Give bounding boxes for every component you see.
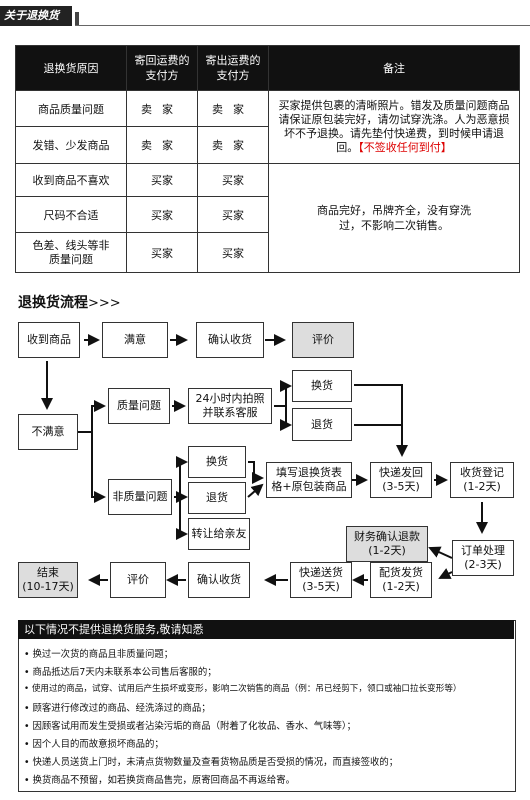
note-1-text: 买家提供包裹的清晰照片。错发及质量问题商品请保证原包装完好，请勿试穿洗涤。人为恶… [278,99,510,154]
send-fee-cell: 买家 [197,163,269,197]
header-divider-bar [75,12,79,26]
step-deliver: 快递送货 (3-5天) [290,562,352,598]
notice-item: • 商品抵达后7天内未联系本公司售后客服的； [24,667,217,678]
notice-item-text: 快递人员送货上门时，未清点货物数量及查看货物品质是否受损的情况，而直接签收的； [32,757,399,768]
step-satisfied: 满意 [102,322,168,358]
flow-title-suffix: >>> [88,296,121,311]
step-transfer: 转让给亲友 [188,518,250,550]
step-order-process: 订单处理 (2-3天) [452,540,514,576]
step-nonquality: 非质量问题 [108,479,172,515]
step-exchange-nonquality: 换货 [188,446,246,478]
flow-title: 退换货流程>>> [18,292,121,312]
notice-item-text: 顾客进行修改过的商品、经洗涤过的商品； [32,703,211,714]
step-finance-refund: 财务确认退款 (1-2天) [346,526,428,562]
return-fee-cell: 卖家 [126,126,198,164]
step-photo: 24小时内拍照并联系客服 [188,388,272,424]
header-divider-line [75,25,530,26]
note-2-text: 商品完好，吊牌齐全，没有穿洗过，不影响二次销售。 [317,204,471,232]
return-fee-cell: 买家 [126,232,198,273]
col-send-fee-label: 寄出运费的支付方 [205,54,261,82]
notice-item: • 因个人目的而故意损坏商品的； [24,739,164,750]
step-review: 评价 [292,322,354,358]
send-fee-cell: 卖家 [197,126,269,164]
col-return-fee: 寄回运费的支付方 [126,45,198,91]
return-fee-cell: 买家 [126,163,198,197]
send-fee-cell: 买家 [197,196,269,233]
notice-item: • 因顾客试用而发生受损或者沾染污垢的商品（附着了化妆品、香水、气味等）； [24,721,356,732]
section-title: 关于退换货 [0,6,72,26]
step-refund-nonquality: 退货 [188,482,246,514]
note-1-warning: 【不签收任何到付】 [358,141,452,154]
reason-text: 色差、线头等非质量问题 [32,238,110,266]
col-note: 备注 [268,45,520,91]
notice-item-text: 换货商品不预留，如若换货商品售完，原寄回商品不再返给寄。 [32,775,296,786]
col-send-fee: 寄出运费的支付方 [197,45,269,91]
step-review-2: 评价 [110,562,166,598]
reason-cell: 尺码不合适 [15,196,127,233]
return-fee-cell: 买家 [126,196,198,233]
step-end: 结束 (10-17天) [18,562,78,598]
notice-item-text: 因顾客试用而发生受损或者沾染污垢的商品（附着了化妆品、香水、气味等）； [32,721,356,732]
step-register: 收货登记 (1-2天) [450,462,514,498]
step-receive: 收到商品 [18,322,80,358]
notice-item-text: 使用过的商品，试穿、试用后产生损坏或变形，影响二次销售的商品（例：吊已经剪下，领… [31,684,462,694]
flow-title-text: 退换货流程 [18,295,88,311]
step-unsatisfied: 不满意 [18,414,78,450]
col-reason: 退换货原因 [15,45,127,91]
step-refund-quality: 退货 [292,408,352,441]
step-confirm-2: 确认收货 [188,562,250,598]
reason-cell: 收到商品不喜欢 [15,163,127,197]
note-cell-2: 商品完好，吊牌齐全，没有穿洗过，不影响二次销售。 [268,163,520,273]
reason-cell: 商品质量问题 [15,90,127,127]
notice-item: • 使用过的商品，试穿、试用后产生损坏或变形，影响二次销售的商品（例：吊已经剪下… [24,684,462,694]
notice-item-text: 因个人目的而故意损坏商品的； [32,739,164,750]
step-dispatch: 配货发货 (1-2天) [370,562,432,598]
return-policy-table: 退换货原因 寄回运费的支付方 寄出运费的支付方 备注 商品质量问题 卖家 卖家 … [15,45,520,273]
notice-item-text: 换过一次货的商品且非质量问题； [32,649,174,660]
send-fee-cell: 买家 [197,232,269,273]
notice-item: • 顾客进行修改过的商品、经洗涤过的商品； [24,703,211,714]
step-exchange-quality: 换货 [292,370,352,402]
notice-item: • 换过一次货的商品且非质量问题； [24,649,174,660]
step-confirm: 确认收货 [196,322,264,358]
reason-cell: 色差、线头等非质量问题 [15,232,127,273]
note-cell-1: 买家提供包裹的清晰照片。错发及质量问题商品请保证原包装完好，请勿试穿洗涤。人为恶… [268,90,520,164]
step-form: 填写退换货表格+原包装商品 [266,462,352,498]
notice-item: • 快递人员送货上门时，未清点货物数量及查看货物品质是否受损的情况，而直接签收的… [24,757,399,768]
step-ship-back: 快递发回 (3-5天) [370,462,432,498]
notice-title: 以下情况不提供退换货服务,敬请知悉 [18,620,514,639]
return-fee-cell: 卖家 [126,90,198,127]
step-quality: 质量问题 [108,388,170,424]
notice-item: • 换货商品不预留，如若换货商品售完，原寄回商品不再返给寄。 [24,775,296,786]
notice-item-text: 商品抵达后7天内未联系本公司售后客服的； [32,667,217,678]
col-return-fee-label: 寄回运费的支付方 [134,54,190,82]
